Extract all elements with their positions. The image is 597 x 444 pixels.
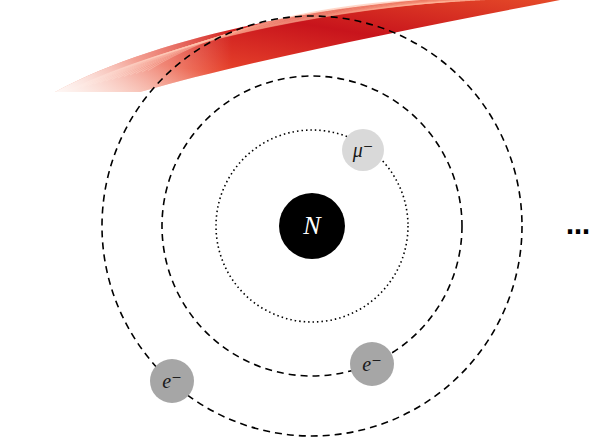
electron-orbit	[162, 76, 462, 376]
particle-symbol: e⁻	[162, 371, 181, 391]
muon-orbit	[216, 130, 408, 322]
electron-circle: e⁻	[350, 342, 394, 386]
nucleus-circle: N	[279, 193, 345, 259]
red-swoosh	[55, 0, 597, 92]
particle-symbol: e⁻	[362, 354, 381, 374]
muon-circle: μ⁻	[342, 129, 384, 171]
electron-orbit	[102, 16, 522, 436]
continuation-ellipsis: …	[566, 214, 590, 238]
particle-symbol: N	[303, 213, 320, 239]
particle-symbol: μ⁻	[353, 140, 374, 160]
swoosh-fade	[55, 0, 560, 92]
electron-circle: e⁻	[150, 359, 194, 403]
